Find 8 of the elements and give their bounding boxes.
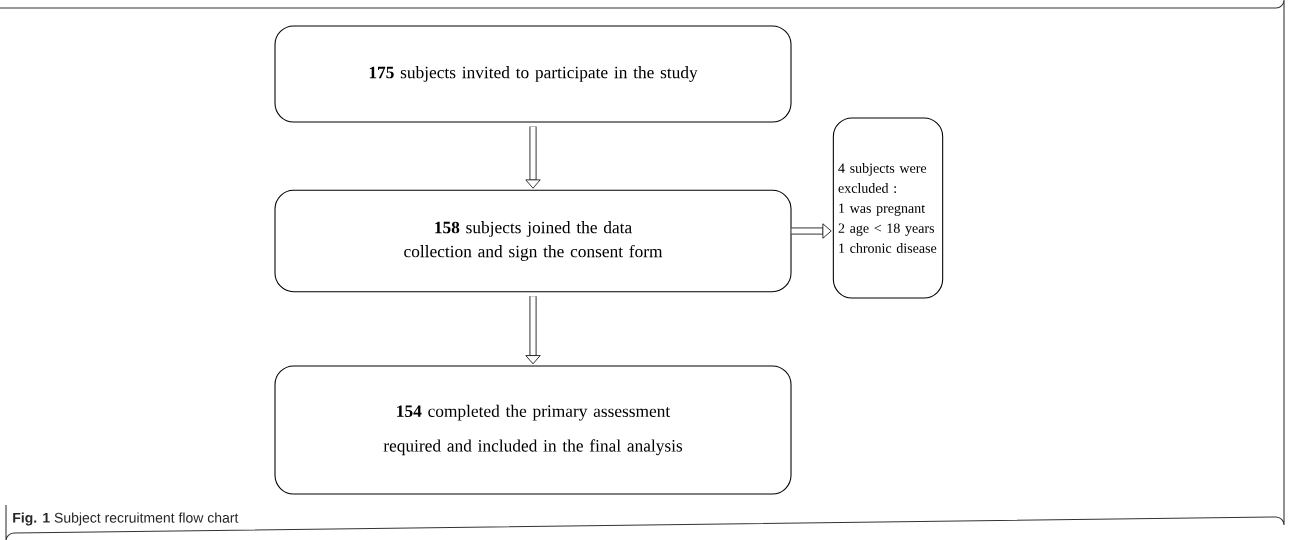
process-box: 154 completed the primary assessment required and included in the final analysis <box>274 365 792 495</box>
process-box: 175 subjects invited to participate in the study <box>274 25 792 123</box>
block-arrow <box>791 223 832 239</box>
figure-caption: Fig. 1 Subject recruitment flow chart <box>13 512 239 526</box>
block-arrow <box>525 296 541 365</box>
process-box: 158 subjects joined the data collection and sign the consent form <box>274 189 792 293</box>
block-arrow <box>525 126 541 189</box>
exclusion-box: 4 subjects were excluded : 1 was pregnant 2 age < 18 years 1 chronic disease <box>832 117 944 299</box>
